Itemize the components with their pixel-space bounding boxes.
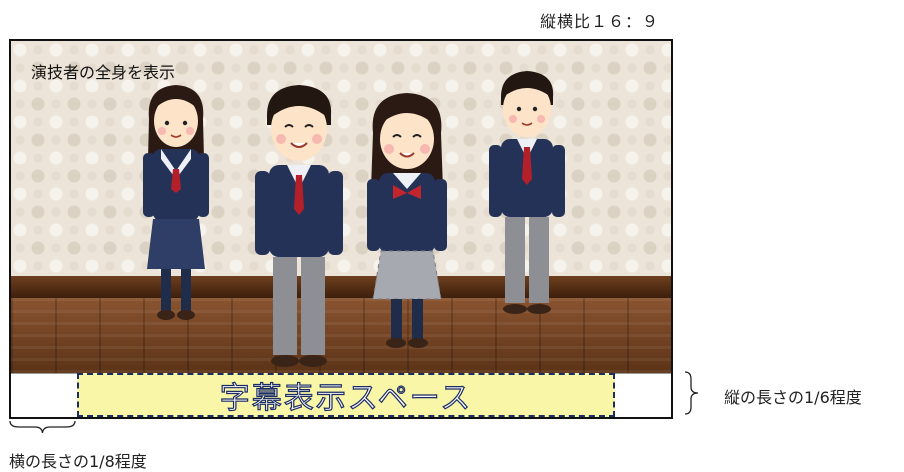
scene-caption: 演技者の全身を表示 xyxy=(31,63,176,82)
girl-student-illustration xyxy=(367,93,447,348)
height-bracket-icon xyxy=(684,371,699,415)
boy-student-illustration xyxy=(489,71,565,314)
width-note: 横の長さの1/8程度 xyxy=(9,452,147,471)
width-bracket-icon xyxy=(9,420,76,434)
stage-floor xyxy=(11,298,671,373)
girl-student-illustration xyxy=(143,85,209,320)
height-note: 縦の長さの1/6程度 xyxy=(724,388,862,407)
video-frame: 演技者の全身を表示 xyxy=(9,39,673,419)
subtitle-area-label: 字幕表示スペース xyxy=(219,380,473,416)
boy-student-illustration xyxy=(255,85,343,367)
subtitle-area: 字幕表示スペース xyxy=(77,373,615,417)
aspect-ratio-label: 縦横比１６：９ xyxy=(540,12,660,31)
